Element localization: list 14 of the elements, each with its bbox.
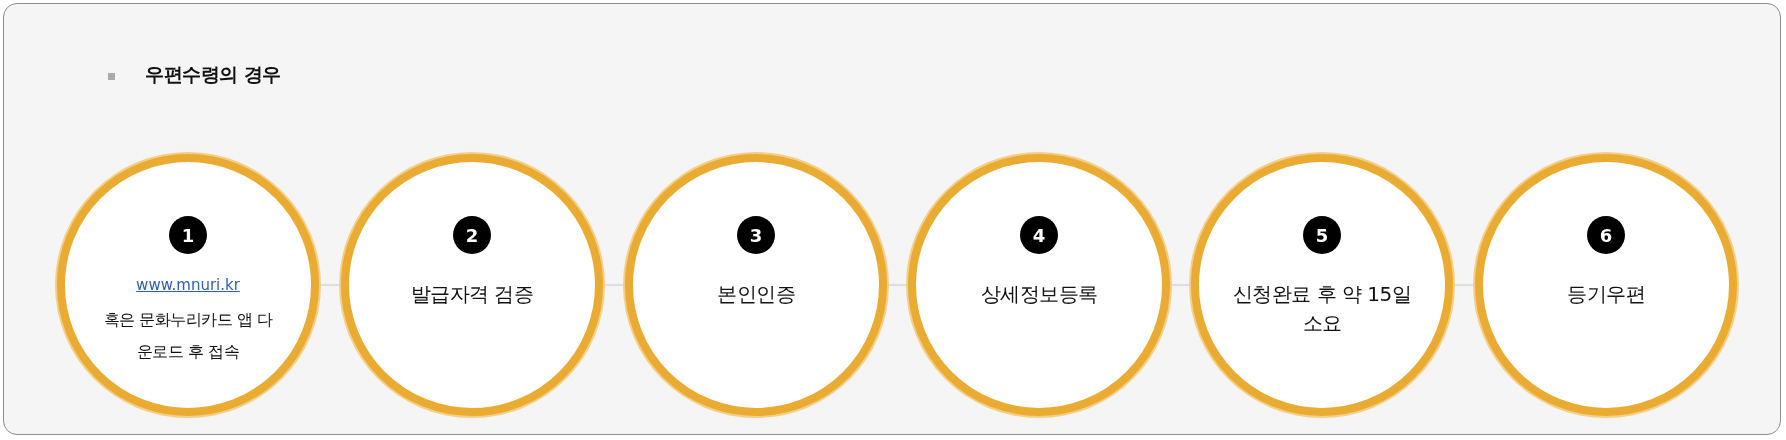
step-label: 등기우편 [1566,281,1646,308]
step-number: 5 [1303,216,1341,254]
step-number: 3 [737,216,775,254]
step-number: 6 [1587,216,1625,254]
section-title: 우편수령의 경우 [145,62,281,87]
step-label: 상세정보등록 [979,281,1099,308]
step-label: 본인인증 [716,281,796,308]
step-number: 1 [169,216,207,254]
step-label: 신청완료 후 약 15일 소요 [1232,281,1412,337]
step-label: 혹은 문화누리카드 앱 다운로드 후 접속 [102,309,274,363]
step-number: 2 [453,216,491,254]
website-link: www.mnuri.kr [136,275,240,296]
step-label: 발급자격 검증 [409,281,535,308]
step-number: 4 [1020,216,1058,254]
